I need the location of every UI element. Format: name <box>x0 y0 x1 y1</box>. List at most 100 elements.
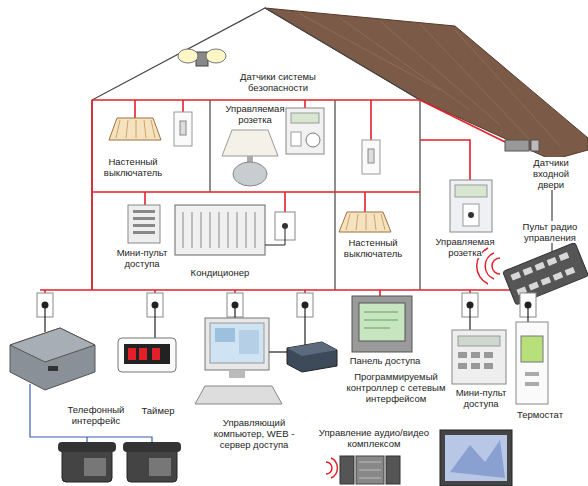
radio-remote <box>553 272 564 281</box>
house-outline <box>334 100 335 290</box>
mini-access-panel <box>452 330 506 384</box>
telephone <box>123 442 181 452</box>
mini-access-panel <box>128 205 160 243</box>
radio-remote <box>529 282 540 291</box>
access-panel <box>352 296 412 352</box>
radio-remote <box>510 272 521 281</box>
device-label: Кондиционер <box>180 268 260 279</box>
security-light <box>178 49 198 63</box>
label-text: Настенный выключатель <box>344 237 402 259</box>
programmable-controller <box>287 342 337 356</box>
label-text: Управляемая розетка <box>435 236 494 258</box>
device-label: Термостат <box>510 410 570 421</box>
power-wiring <box>420 100 505 142</box>
ceiling-lamp <box>109 118 161 140</box>
audio-system <box>340 456 354 484</box>
phone-line <box>30 384 152 446</box>
device-label: Управляемая розетка <box>220 104 290 126</box>
wall-outlet <box>302 302 309 309</box>
label-text: Мини-пульт доступа <box>117 247 168 269</box>
label-text: Телефонный интерфейс <box>68 404 125 426</box>
controlled-outlet <box>450 180 492 232</box>
thermostat <box>521 336 543 362</box>
radio-remote <box>523 267 534 276</box>
device-label: Панель доступа <box>340 356 430 367</box>
thermostat <box>516 322 548 404</box>
ceiling-lamp <box>346 214 385 230</box>
power-wiring <box>40 100 535 296</box>
audio-system <box>359 462 381 478</box>
wall-outlet <box>42 302 532 309</box>
device-label: Мини-пульт доступа <box>450 388 512 410</box>
device-label: Программируемый контроллер с сетевым инт… <box>345 372 447 405</box>
radio-remote <box>535 262 546 271</box>
power-wiring <box>144 192 146 205</box>
mini-access-panel <box>484 352 493 358</box>
ceiling-lamp <box>339 212 391 232</box>
power-wiring <box>284 192 286 212</box>
label-text: Программируемый контроллер с сетевым инт… <box>347 371 446 404</box>
wall-outlet <box>37 293 536 317</box>
door-sensor <box>505 140 529 151</box>
radio-remote <box>541 277 552 286</box>
house-outline <box>209 100 210 192</box>
programmable-controller <box>287 342 337 372</box>
device-label: Датчики входной двери <box>518 158 584 191</box>
wall-switch <box>368 149 374 163</box>
label-text: Управление аудио/видео комплексом <box>319 427 429 449</box>
air-conditioner <box>175 205 295 255</box>
label-text: Настенный выключатель <box>104 156 162 178</box>
telephone-interface <box>10 328 95 390</box>
power-wiring <box>45 290 528 296</box>
house-outline <box>92 8 420 290</box>
wall-switch <box>174 112 192 146</box>
radio-remote <box>503 242 588 305</box>
device-label: Управляемая розетка <box>428 237 502 259</box>
television <box>440 430 512 486</box>
device-label: Мини-пульт доступа <box>110 248 174 270</box>
wall-switch <box>362 140 380 174</box>
label-text: Датчики системы безопасности <box>240 71 316 93</box>
door-sensor <box>531 140 539 151</box>
television <box>445 435 507 481</box>
air-conditioner <box>282 223 288 229</box>
timer <box>152 348 160 360</box>
power-wiring <box>40 289 535 291</box>
data-cable <box>269 351 287 352</box>
radio-waves <box>492 258 500 274</box>
device-label: Таймер <box>133 406 183 417</box>
telephone <box>58 442 116 452</box>
controlled-outlet <box>291 113 319 123</box>
controlled-outlet <box>455 185 487 197</box>
computer <box>215 328 235 342</box>
computer <box>195 386 282 404</box>
programmable-controller <box>287 342 337 372</box>
wall-switch <box>174 112 380 174</box>
power-wiring <box>364 192 366 212</box>
label-text: Пульт радио управления <box>523 221 578 243</box>
air-conditioner <box>175 205 265 255</box>
label-text: Управляемая розетка <box>225 103 284 125</box>
wall-switch <box>180 121 186 135</box>
controlled-outlet <box>463 204 479 226</box>
wall-outlet <box>232 302 239 309</box>
radio-remote <box>510 252 575 295</box>
device-label: Телефонный интерфейс <box>62 405 130 427</box>
controlled-outlet <box>468 212 474 218</box>
roof <box>265 8 588 160</box>
thermostat <box>525 372 539 376</box>
mini-access-panel <box>133 224 155 227</box>
radio-remote <box>565 267 576 276</box>
power-wiring <box>182 100 184 112</box>
label-text: Термостат <box>517 409 563 420</box>
table-lamp <box>222 130 278 156</box>
controlled-outlet <box>306 133 320 147</box>
mini-access-panel <box>471 363 480 369</box>
telephone-interface <box>48 366 58 371</box>
mini-access-panel <box>133 217 155 220</box>
mini-access-panel <box>458 352 467 358</box>
mini-access-panel <box>452 330 506 384</box>
device-label: Пульт радио управления <box>516 222 584 244</box>
power-wiring <box>92 191 420 193</box>
mini-access-panel <box>128 205 160 243</box>
